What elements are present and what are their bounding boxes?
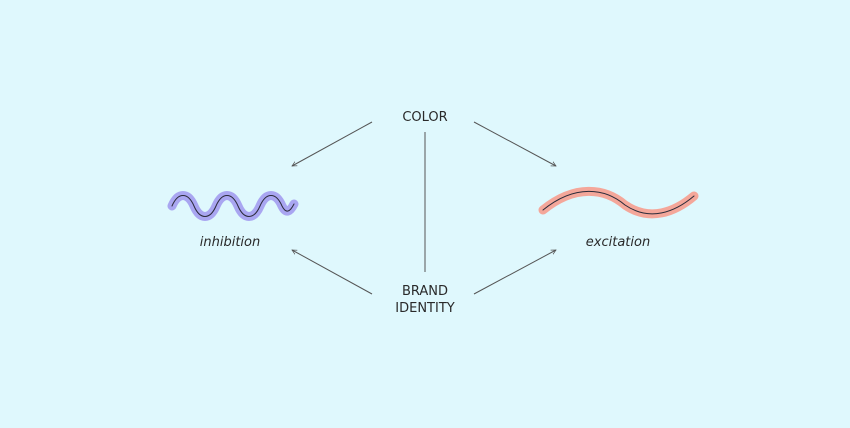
inhibition-caption: inhibition [199, 235, 261, 250]
node-color: COLOR [402, 110, 448, 125]
excitation-caption: excitation [585, 235, 651, 250]
node-identity-line: IDENTITY [395, 301, 455, 316]
arrow-color-to-inhibition [292, 121, 373, 167]
node-brand-line: BRAND [401, 284, 449, 299]
high-frequency-wave-icon [167, 191, 299, 221]
arrow-brand-to-inhibition [292, 249, 373, 295]
arrow-brand-to-excitation [473, 249, 556, 295]
arrow-color-to-excitation [473, 121, 556, 167]
node-brand-identity: BRAND IDENTITY [360, 283, 490, 317]
low-frequency-wave-icon [538, 186, 699, 219]
